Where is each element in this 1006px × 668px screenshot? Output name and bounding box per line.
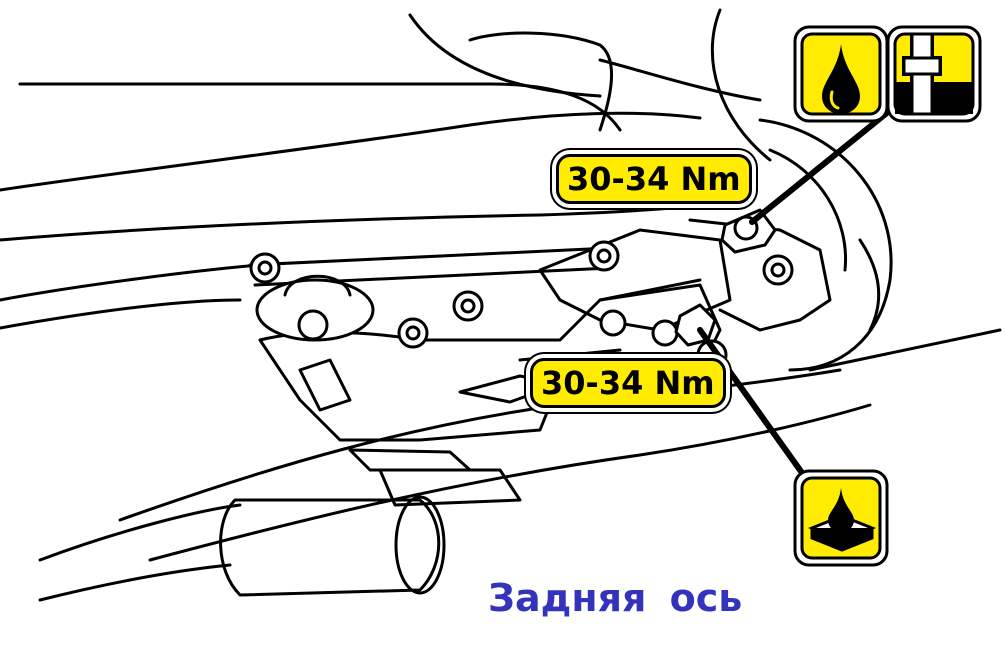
bolt — [460, 298, 476, 314]
body-line — [0, 111, 702, 192]
bolt — [405, 325, 421, 341]
oil-tray-icon — [793, 469, 889, 567]
bolt — [588, 240, 620, 272]
link-rod — [248, 246, 612, 267]
body-line — [468, 31, 614, 132]
housing-ribs — [348, 448, 472, 472]
leader-line-bottom — [697, 327, 813, 487]
lower-arm — [38, 503, 242, 562]
body-line — [0, 203, 702, 242]
housing-flange — [688, 218, 832, 332]
torque-label-lower: 30-34 Nm — [530, 358, 726, 408]
housing-ribs — [298, 358, 352, 412]
wheel-outline — [758, 118, 893, 372]
bolt — [770, 262, 786, 278]
leader-line-top — [749, 105, 896, 225]
lower-arm — [38, 563, 232, 602]
cylinder — [219, 498, 441, 597]
torque-label-upper: 30-34 Nm — [556, 154, 752, 204]
page-caption: Задняя ось — [488, 576, 743, 620]
body-line — [408, 13, 602, 98]
body-line — [0, 298, 242, 330]
bolt — [651, 319, 679, 347]
bolt — [297, 309, 329, 341]
body-line — [858, 238, 881, 332]
bolt — [452, 290, 484, 322]
wheel-outline — [768, 148, 848, 272]
bolt — [596, 248, 612, 264]
housing-flange — [598, 278, 702, 302]
body-line — [18, 82, 622, 132]
cylinder-end — [394, 495, 446, 595]
body-line — [598, 58, 762, 102]
sealant-pipe-icon — [886, 25, 982, 123]
bolt — [249, 252, 281, 284]
bolt — [257, 260, 273, 276]
mount-post — [283, 274, 352, 297]
bolt — [599, 309, 627, 337]
body-line — [710, 8, 772, 162]
oil-drop-icon — [793, 25, 889, 123]
fill-plug — [720, 208, 777, 254]
body-line — [0, 263, 262, 302]
lower-arm — [148, 403, 872, 562]
bolt — [397, 317, 429, 349]
housing-ribs — [518, 348, 622, 362]
lower-arm — [118, 368, 842, 522]
body-line — [808, 328, 1002, 372]
fill-plug-center — [733, 215, 759, 241]
bolt — [762, 254, 794, 286]
